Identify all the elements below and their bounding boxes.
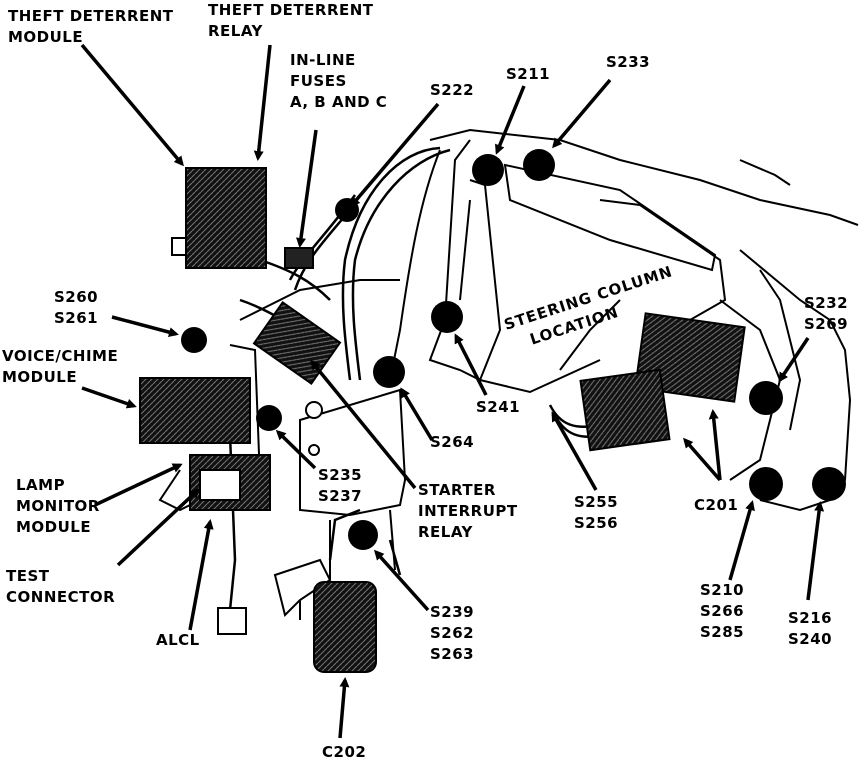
label-s239-s262-s263: S239 S262 S263 [430,602,474,665]
label-line: RELAY [418,523,473,541]
c202-connector-shape [313,581,377,673]
label-line: S256 [574,514,619,532]
label-s255-s256: S255 S256 [574,492,618,534]
splice-dot [181,327,207,353]
alcl-connector-shape [217,607,247,635]
label-theft-deterrent-relay: THEFT DETERRENT RELAY [208,0,374,42]
label-line: S266 [700,602,745,620]
label-line: MODULE [2,368,78,386]
splice-dot [348,520,378,550]
label-s264: S264 [430,433,475,451]
label-line: S269 [804,315,849,333]
label-alcl: ALCL [156,631,200,649]
label-line: S232 [804,294,849,312]
label-line: S260 [54,288,99,306]
splice-dot [812,467,846,501]
label-lamp-monitor-module: LAMP MONITOR MODULE [16,475,100,538]
label-line: MODULE [8,28,84,46]
voice-chime-module-shape [139,377,251,444]
s255-connector-shape [579,368,671,452]
label-line: S216 [788,609,833,627]
label-line: VOICE/CHIME [2,347,119,365]
label-line: S240 [788,630,833,648]
label-s222: S222 [430,81,475,99]
label-line: S237 [318,487,363,505]
label-line: S261 [54,309,99,327]
label-s216-s240: S216 S240 [788,608,832,650]
label-c201: C201 [694,496,739,514]
splice-dot [523,149,555,181]
splice-dot [256,405,282,431]
splice-dot [749,467,783,501]
splice-dot [373,356,405,388]
label-s211: S211 [506,65,551,83]
bolt [308,444,320,456]
leader-arrows [80,43,825,739]
label-s260-s261: S260 S261 [54,287,98,329]
splice-dot [431,301,463,333]
label-test-connector: TEST CONNECTOR [6,566,115,608]
splice-dot [472,154,504,186]
label-line: A, B AND C [290,93,388,111]
label-theft-deterrent-module: THEFT DETERRENT MODULE [8,6,174,48]
label-line: INTERRUPT [418,502,518,520]
theft-deterrent-module-shape [185,167,267,269]
label-line: LAMP [16,476,66,494]
label-starter-interrupt-relay: STARTER INTERRUPT RELAY [418,480,518,543]
label-line: MONITOR [16,497,100,515]
label-line: THEFT DETERRENT [8,7,174,25]
label-line: S210 [700,581,745,599]
test-connector-shape [199,469,241,501]
label-line: S285 [700,623,745,641]
label-line: S239 [430,603,475,621]
splice-dot [749,381,783,415]
label-line: TEST [6,567,50,585]
label-line: STARTER [418,481,496,499]
label-s233: S233 [606,53,651,71]
inline-fuse-shape [284,247,314,269]
starter-relay-shape [252,301,342,385]
label-line: S235 [318,466,363,484]
label-line: FUSES [290,72,347,90]
label-s241: S241 [476,398,521,416]
label-line: S255 [574,493,619,511]
label-inline-fuses: IN-LINE FUSES A, B AND C [290,50,387,113]
label-line: S262 [430,624,475,642]
label-line: IN-LINE [290,51,356,69]
label-s210-s266-s285: S210 S266 S285 [700,580,744,643]
label-line: CONNECTOR [6,588,116,606]
label-c202: C202 [322,743,367,761]
label-line: THEFT DETERRENT [208,1,374,19]
label-line: MODULE [16,518,92,536]
label-s235-s237: S235 S237 [318,465,362,507]
label-s232-s269: S232 S269 [804,293,848,335]
label-line: S263 [430,645,475,663]
label-line: RELAY [208,22,263,40]
splice-dots [181,149,846,550]
bolt [305,401,323,419]
c201-connector-shape [634,312,746,403]
label-voice-chime-module: VOICE/CHIME MODULE [2,346,118,388]
